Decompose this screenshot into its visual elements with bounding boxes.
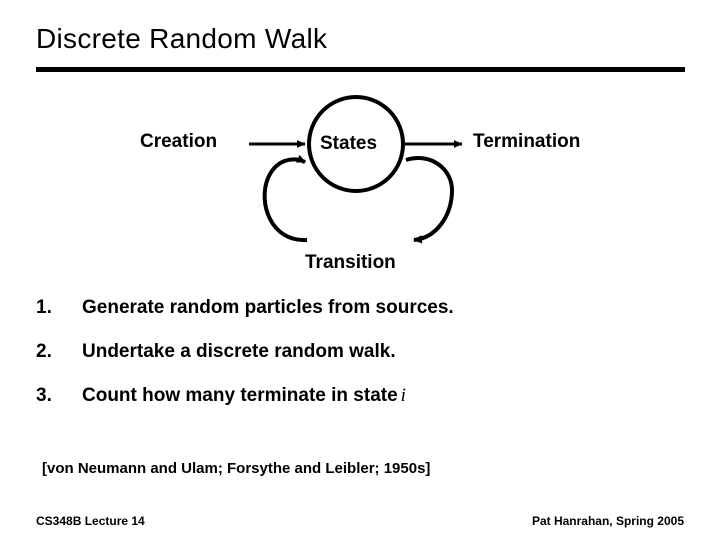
step-number: 2. <box>36 341 52 362</box>
citation-note: [von Neumann and Ulam; Forsythe and Leib… <box>42 460 431 477</box>
title-divider <box>36 67 685 72</box>
step-number: 3. <box>36 385 52 406</box>
list-item: 1. Generate random particles from source… <box>36 297 676 341</box>
footer-author-label: Pat Hanrahan, Spring 2005 <box>531 514 684 528</box>
step-number: 1. <box>36 297 52 318</box>
label-creation: Creation <box>140 131 218 152</box>
footer-course-label: CS348B Lecture 14 <box>36 514 145 528</box>
page-title: Discrete Random Walk <box>36 23 328 54</box>
transition-arc-right <box>405 156 455 244</box>
states-node-circle <box>307 95 405 193</box>
transition-arc-left <box>262 154 308 243</box>
math-variable-i: i <box>400 385 406 406</box>
label-transition: Transition <box>305 252 396 273</box>
state-machine-diagram: Creation States Termination Transition <box>0 90 720 290</box>
list-item: 2. Undertake a discrete random walk. <box>36 341 676 385</box>
label-states: States <box>320 133 378 154</box>
label-termination: Termination <box>473 131 581 152</box>
diagram-svg <box>249 95 463 244</box>
step-text: Undertake a discrete random walk. <box>82 341 396 362</box>
step-text: Generate random particles from sources. <box>82 297 454 318</box>
numbered-step-list: 1. Generate random particles from source… <box>36 297 676 429</box>
